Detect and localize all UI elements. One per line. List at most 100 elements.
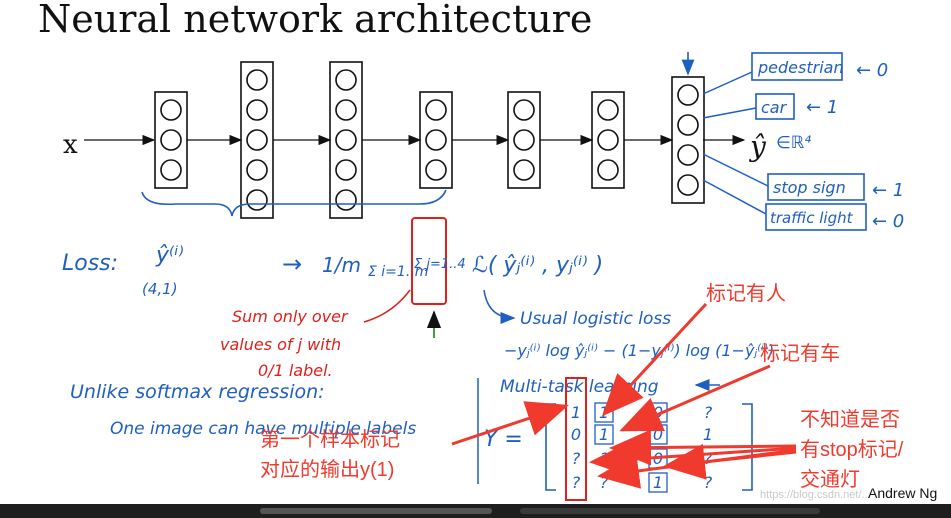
matrix-cell-r3-c1: ? — [572, 449, 581, 468]
neuron — [246, 99, 268, 121]
loss-sum-outer: Σ i=1..m — [368, 264, 428, 280]
loss-formula: Loss: ŷ⁽ⁱ⁾ (4,1) → 1/m Σ i=1..m Σ j=1..4… — [62, 217, 603, 338]
matrix-cell-r1-c4: ? — [704, 403, 713, 422]
matrix-cell-r4-c3: 1 — [653, 473, 663, 492]
neuron — [160, 129, 182, 151]
matrix-cell-r4-c1: ? — [572, 473, 581, 492]
neuron — [425, 159, 447, 181]
layer-1 — [154, 91, 188, 189]
annot-car: 标记有车 — [760, 342, 840, 365]
note-unlike-softmax: Unlike softmax regression: — [70, 381, 325, 403]
label-stop-sign-value: ← 1 — [872, 180, 904, 201]
output-dimension: ∈ℝ⁴ — [776, 133, 811, 153]
matrix-cell-r2-c1: 0 — [571, 425, 581, 444]
output-label-list: pedestrian ← 0 car ← 1 stop sign ← 1 tra… — [702, 52, 904, 232]
scrollbar-thumb[interactable] — [260, 508, 492, 514]
label-traffic-light-value: ← 0 — [872, 211, 904, 232]
label-box-stop-sign — [767, 173, 865, 201]
usual-loss-arrow — [483, 289, 516, 324]
annot-person-arrow — [601, 302, 708, 417]
loss-term: ℒ( ŷⱼ⁽ⁱ⁾ , yⱼ⁽ⁱ⁾ ) — [472, 253, 603, 278]
loss-arrow: → — [282, 250, 302, 278]
label-box-pedestrian — [751, 52, 843, 81]
label-pedestrian-value: ← 0 — [856, 60, 888, 81]
loss-frac: 1/m — [322, 253, 361, 277]
annot-unknown-3: 交通灯 — [800, 468, 860, 491]
label-pedestrian: pedestrian — [757, 58, 844, 77]
layer-3 — [329, 61, 363, 219]
layer-6 — [591, 91, 625, 189]
annot-unknown-arrow-1 — [609, 429, 797, 466]
neuron — [335, 129, 357, 151]
label-car-value: ← 1 — [806, 97, 838, 118]
layer-2 — [240, 61, 274, 219]
annot-first-sample-arrow — [451, 401, 569, 446]
loss-sum-inner: Σ j=1..4 — [414, 257, 466, 272]
neuron — [335, 69, 357, 91]
note-multiple-labels: One image can have multiple labels — [110, 419, 416, 439]
matrix-left-bracket — [545, 403, 556, 491]
matrix-cell-r2-c2: 1 — [599, 425, 609, 444]
neuron — [597, 129, 619, 151]
label-car: car — [761, 98, 788, 117]
matrix-cell-r3-c4: ? — [704, 449, 713, 468]
neuron — [677, 144, 699, 166]
neuron — [425, 99, 447, 121]
neuron — [246, 129, 268, 151]
red-note-connector — [363, 289, 411, 323]
label-box-car — [755, 93, 795, 120]
hidden-layers-brace — [141, 189, 447, 217]
label-traffic-light: traffic light — [770, 209, 854, 227]
author-name: Andrew Ng — [868, 485, 937, 501]
matrix-cell-r1-c1: 1 — [571, 403, 581, 422]
loss-word: Loss: — [62, 251, 118, 276]
label-box-traffic-light — [765, 203, 867, 231]
neuron — [677, 114, 699, 136]
annot-first-sample-1: 第一个样本标记 — [260, 428, 400, 451]
neuron — [160, 99, 182, 121]
annot-first-sample-2: 对应的输出y(1) — [260, 458, 394, 481]
matrix-cell-r2-c3: 0 — [653, 425, 663, 444]
neuron — [513, 99, 535, 121]
matrix-cell-r3-c2: ? — [600, 449, 609, 468]
neuron — [677, 174, 699, 196]
neuron — [246, 159, 268, 181]
annot-unknown-arrow-4 — [663, 443, 797, 480]
watermark: https://blog.csdn.net/... — [760, 489, 871, 501]
label-stop-sign: stop sign — [773, 178, 846, 197]
usual-loss-text: Usual logistic loss — [520, 309, 671, 329]
neuron — [246, 69, 268, 91]
first-column-highlight — [565, 377, 587, 501]
layer-7 — [671, 76, 705, 204]
loss-dims: (4,1) — [142, 280, 178, 298]
matrix-cell-r2-c4: 1 — [703, 425, 713, 444]
neuron — [246, 189, 268, 211]
neuron — [513, 129, 535, 151]
matrix-cell-box — [648, 472, 668, 493]
neural-network — [154, 61, 705, 219]
neuron — [597, 99, 619, 121]
loss-yhat: ŷ⁽ⁱ⁾ — [155, 243, 184, 268]
annot-car-arrow — [619, 364, 771, 432]
slide-title: Neural network architecture — [38, 0, 592, 41]
input-x-label: x — [63, 130, 78, 160]
layer-4 — [419, 91, 453, 189]
neuron — [160, 159, 182, 181]
note-sum-only-3: 0/1 label. — [258, 361, 333, 380]
note-sum-only-1: Sum only over — [232, 307, 349, 326]
neuron — [335, 189, 357, 211]
neuron — [335, 99, 357, 121]
layer-5 — [507, 91, 541, 189]
neuron — [335, 159, 357, 181]
neuron — [425, 129, 447, 151]
logistic-loss-formula: −yⱼ⁽ⁱ⁾ log ŷⱼ⁽ⁱ⁾ − (1−yⱼ⁽ⁱ⁾) log (1−ŷⱼ⁽ⁱ… — [504, 341, 774, 360]
annot-unknown-2: 有stop标记/ — [800, 438, 904, 461]
neuron — [597, 159, 619, 181]
horizontal-scrollbar[interactable] — [0, 504, 951, 518]
annot-unknown-1: 不知道是否 — [800, 408, 900, 431]
neuron — [677, 84, 699, 106]
note-sum-only-2: values of j with — [220, 335, 341, 354]
inner-sum-highlight — [411, 217, 447, 305]
neuron — [513, 159, 535, 181]
